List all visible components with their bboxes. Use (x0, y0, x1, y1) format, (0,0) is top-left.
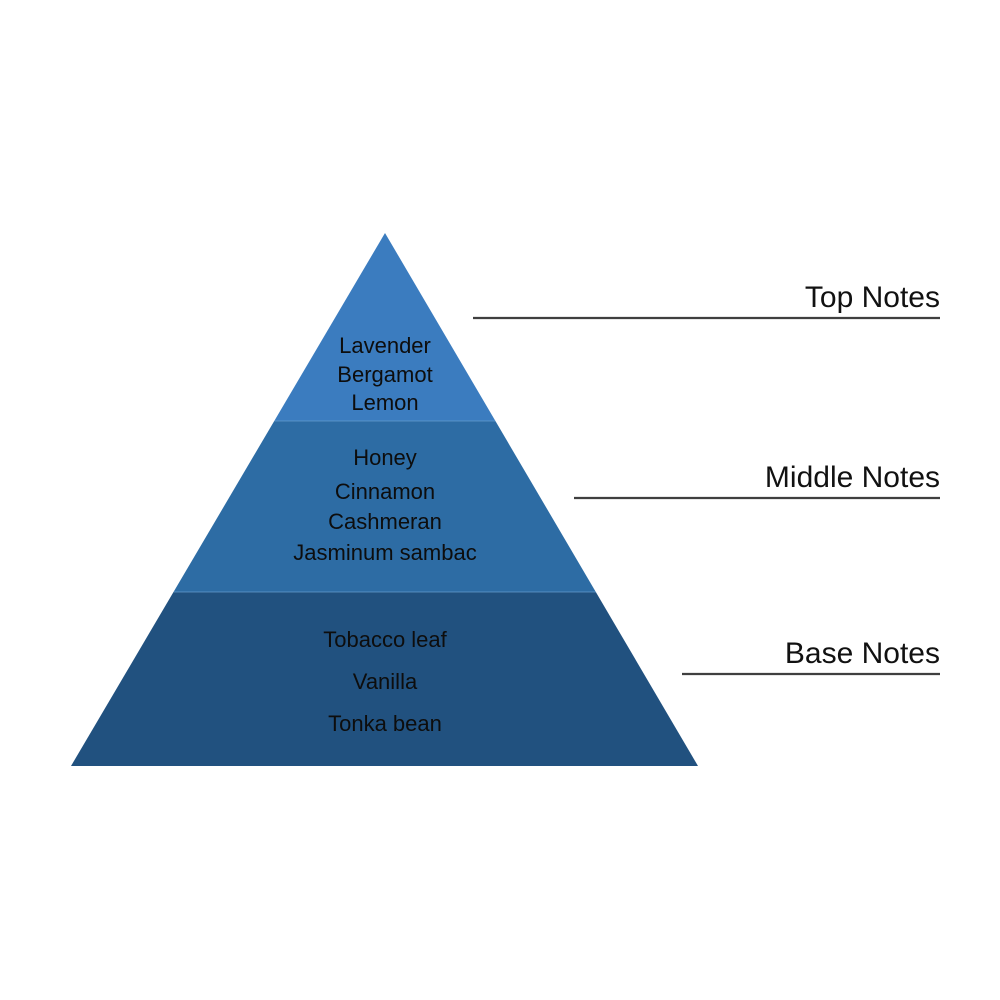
pyramid-note-labels: LavenderBergamotLemonHoneyCinnamonCashme… (293, 333, 476, 736)
note-item: Cinnamon (335, 479, 435, 504)
note-item: Lavender (339, 333, 431, 358)
pyramid-band-middle (71, 421, 698, 592)
side-label-group-top: Top Notes (473, 281, 940, 320)
level-label-middle: Middle Notes (765, 461, 940, 494)
note-item: Tobacco leaf (323, 627, 447, 652)
pyramid-band-top (71, 233, 698, 421)
note-item: Bergamot (337, 362, 432, 387)
note-item: Lemon (351, 390, 418, 415)
note-item: Cashmeran (328, 509, 442, 534)
level-label-base: Base Notes (785, 637, 940, 670)
pyramid-band-base (71, 592, 698, 766)
side-label-group-base: Base Notes (682, 637, 940, 676)
note-item: Jasminum sambac (293, 540, 476, 565)
level-label-top: Top Notes (805, 281, 940, 314)
note-item: Tonka bean (328, 711, 442, 736)
note-item: Vanilla (353, 669, 418, 694)
side-label-group-middle: Middle Notes (574, 461, 940, 500)
note-item: Honey (353, 445, 417, 470)
